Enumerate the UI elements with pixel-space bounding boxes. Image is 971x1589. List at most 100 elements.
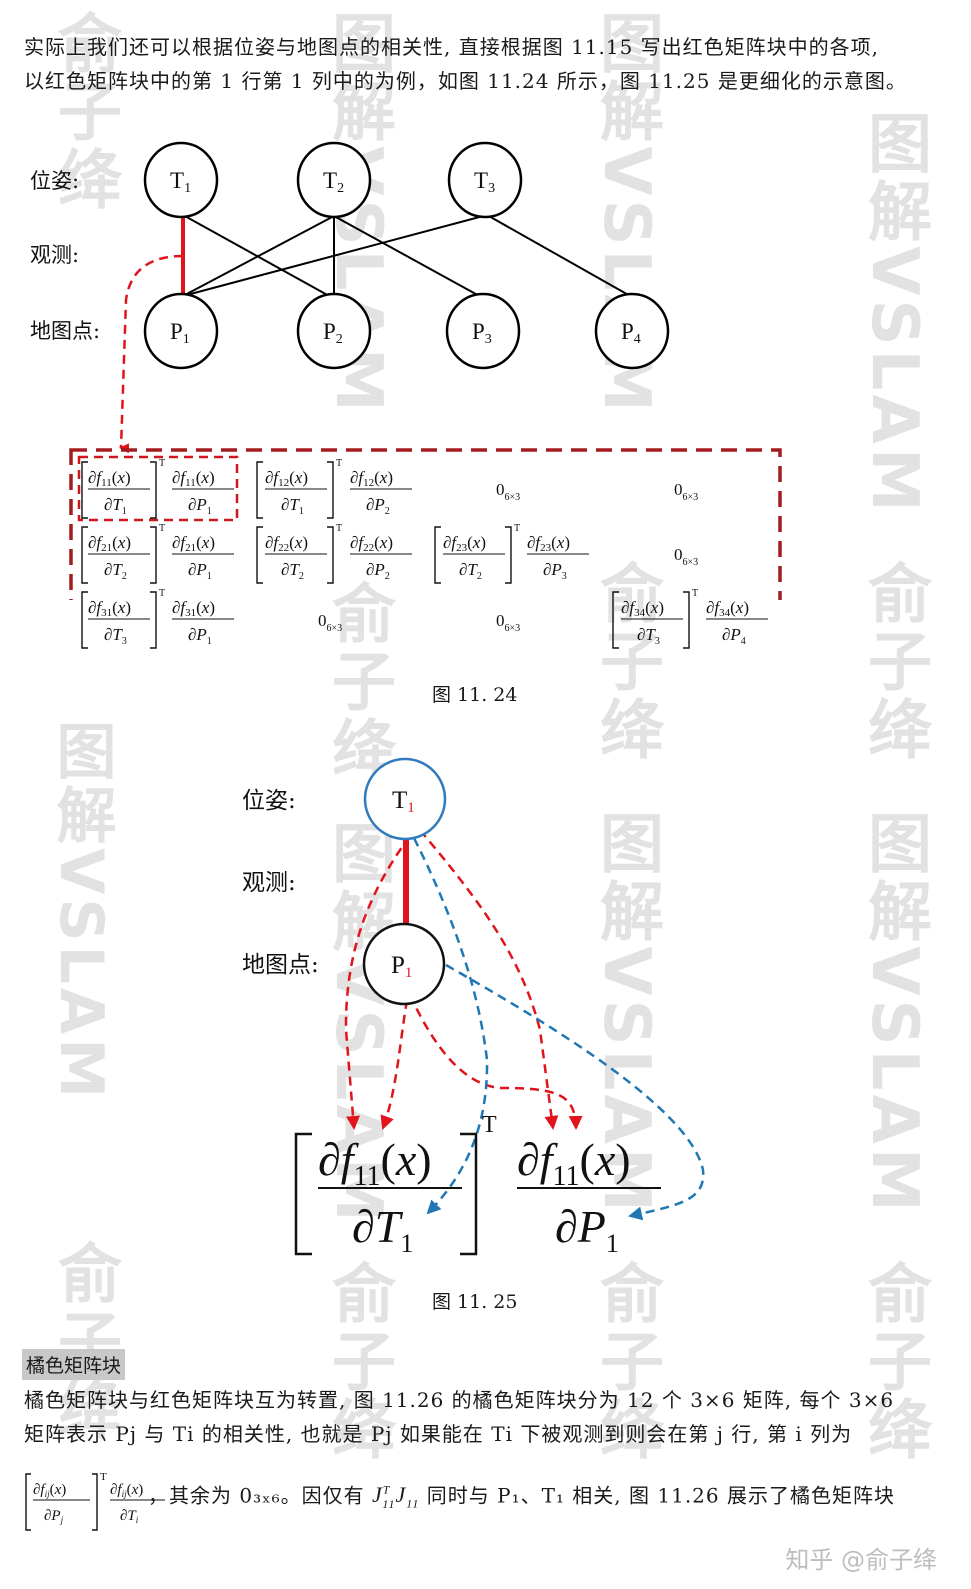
svg-text:∂T2: ∂T2: [281, 560, 304, 582]
row-label-map-point: 地图点:: [30, 319, 100, 343]
inline-jacobian-formula: T ∂fij(x) ∂Pj ∂fij(x) ∂Ti: [25, 1471, 165, 1531]
svg-text:∂T2: ∂T2: [459, 560, 482, 582]
svg-text:∂fij(x): ∂fij(x): [110, 1482, 143, 1499]
zero-block: 06×3: [496, 480, 520, 503]
jacobian-block: T ∂f31(x) ∂T3 ∂f31(x) ∂P1: [81, 588, 234, 649]
svg-text:P4: P4: [621, 319, 641, 347]
svg-text:∂f11(x): ∂f11(x): [318, 1134, 432, 1192]
svg-text:T: T: [482, 1112, 497, 1138]
svg-text:T1: T1: [392, 787, 415, 816]
svg-text:∂T1: ∂T1: [281, 495, 304, 517]
label-observation: 观测:: [242, 870, 296, 896]
point-node: [143, 292, 670, 370]
watermark: 俞子绛: [321, 580, 395, 784]
svg-text:∂P1: ∂P1: [555, 1201, 619, 1258]
jtj-term: JT11J11: [371, 1482, 420, 1511]
watermark: 图解VSLAM: [321, 820, 395, 1226]
svg-text:∂P2: ∂P2: [366, 495, 390, 517]
figure-11-25-caption: 图 11. 25: [432, 1291, 518, 1313]
zero-block: 06×3: [496, 611, 520, 634]
svg-text:T: T: [100, 1471, 107, 1483]
label-pose: 位姿:: [242, 788, 296, 814]
svg-text:∂T1: ∂T1: [104, 495, 127, 517]
intro-line-1: 实际上我们还可以根据位姿与地图点的相关性, 直接根据图 11.15 写出红色矩阵…: [24, 35, 880, 59]
svg-text:∂P4: ∂P4: [722, 625, 746, 647]
svg-text:∂f31(x): ∂f31(x): [88, 598, 131, 619]
svg-text:∂Ti: ∂Ti: [120, 1508, 139, 1525]
svg-text:∂f21(x): ∂f21(x): [88, 533, 131, 554]
svg-text:∂P1: ∂P1: [188, 495, 212, 517]
svg-text:T: T: [692, 588, 698, 599]
zero-block: 06×3: [674, 545, 698, 568]
jacobian-block: T ∂f21(x) ∂T2 ∂f21(x) ∂P1: [81, 523, 234, 584]
svg-text:∂f23(x): ∂f23(x): [443, 533, 486, 554]
section-line-3: ，其余为 0₃ₓ₆。因仅有 JT11J11 同时与 P₁、T₁ 相关, 图 11…: [148, 1482, 895, 1511]
svg-text:P1: P1: [170, 319, 190, 347]
svg-text:∂Pj: ∂Pj: [44, 1508, 64, 1525]
watermark: 俞子绛: [321, 1260, 395, 1464]
svg-text:T: T: [336, 458, 342, 469]
point-node-p1: [362, 922, 446, 1006]
svg-text:∂T1: ∂T1: [352, 1201, 413, 1258]
pose-node-t1: [363, 757, 447, 841]
section-line-1: 橘色矩阵块与红色矩阵块互为转置, 图 11.26 的橘色矩阵块分为 12 个 3…: [24, 1388, 895, 1412]
row-label-observation: 观测:: [30, 243, 79, 267]
svg-text:∂T3: ∂T3: [104, 625, 127, 647]
watermark: 俞子绛: [47, 10, 121, 214]
figure-11-24-matrix: T ∂f11(x) ∂T1 ∂f11(x) ∂P1 T ∂f12(x) ∂T1 …: [81, 458, 768, 649]
watermark: 俞子绛: [589, 560, 663, 764]
svg-text:∂f21(x): ∂f21(x): [172, 533, 215, 554]
svg-text:∂T3: ∂T3: [637, 625, 660, 647]
label-map-point: 地图点:: [242, 952, 319, 978]
svg-text:∂f31(x): ∂f31(x): [172, 598, 215, 619]
jacobian-block: T ∂f23(x) ∂T2 ∂f23(x) ∂P3: [434, 523, 589, 584]
svg-text:∂P2: ∂P2: [366, 560, 390, 582]
svg-text:T: T: [336, 523, 342, 534]
section-line-2: 矩阵表示 Pj 与 Ti 的相关性, 也就是 Pj 如果能在 Ti 下被观测到则…: [24, 1422, 853, 1446]
figure-11-25: 位姿: 观测: 地图点: T1 P1 T ∂f11(x) ∂T1 ∂f11(x)…: [242, 757, 705, 1258]
svg-text:T: T: [159, 458, 165, 469]
svg-text:T: T: [514, 523, 520, 534]
intro-paragraph: 实际上我们还可以根据位姿与地图点的相关性, 直接根据图 11.15 写出红色矩阵…: [24, 30, 954, 98]
svg-text:∂f23(x): ∂f23(x): [527, 533, 570, 554]
section-heading-orange-block: 橘色矩阵块: [22, 1349, 126, 1380]
svg-text:∂fij(x): ∂fij(x): [33, 1482, 66, 1499]
svg-text:∂f22(x): ∂f22(x): [350, 533, 393, 554]
svg-text:∂T2: ∂T2: [104, 560, 127, 582]
svg-text:∂f34(x): ∂f34(x): [706, 598, 749, 619]
svg-text:∂f11(x): ∂f11(x): [517, 1134, 631, 1192]
svg-text:∂f11(x): ∂f11(x): [172, 468, 215, 489]
figure-11-24-graph: T1 T2 T3 P1 P2 P3 P4 位姿: 观测: 地图点:: [30, 141, 782, 600]
pose-node: [143, 141, 523, 219]
watermark: 俞子绛: [857, 1260, 931, 1464]
watermark: 图解VSLAM: [857, 810, 931, 1216]
svg-text:T: T: [159, 588, 165, 599]
zhihu-watermark: 知乎 @俞子绛: [785, 1546, 937, 1574]
svg-text:∂f12(x): ∂f12(x): [265, 468, 308, 489]
svg-text:T3: T3: [474, 168, 495, 196]
svg-text:∂P1: ∂P1: [188, 625, 212, 647]
jacobian-block: T ∂f12(x) ∂T1 ∂f12(x) ∂P2: [256, 458, 412, 519]
svg-text:P3: P3: [472, 319, 492, 347]
svg-text:T2: T2: [323, 168, 344, 196]
svg-text:P1: P1: [391, 952, 412, 981]
svg-text:P2: P2: [323, 319, 343, 347]
svg-text:∂f11(x): ∂f11(x): [88, 468, 131, 489]
zero-block: 06×3: [674, 480, 698, 503]
watermark: 俞子绛: [857, 560, 931, 764]
figure-11-24-caption: 图 11. 24: [432, 684, 518, 706]
svg-text:T: T: [159, 523, 165, 534]
watermark: 图解VSLAM: [589, 810, 663, 1216]
svg-text:∂f12(x): ∂f12(x): [350, 468, 393, 489]
svg-text:T1: T1: [170, 168, 191, 196]
jacobian-block: T ∂f11(x) ∂T1 ∂f11(x) ∂P1: [81, 458, 234, 519]
svg-text:∂P3: ∂P3: [543, 560, 567, 582]
zero-block: 06×3: [318, 611, 342, 634]
intro-line-2: 以红色矩阵块中的第 1 行第 1 列中的为例，如图 11.24 所示，图 11.…: [24, 69, 907, 93]
watermark: 图解VSLAM: [857, 110, 931, 516]
svg-text:∂f22(x): ∂f22(x): [265, 533, 308, 554]
watermark: 俞子绛: [589, 1260, 663, 1464]
jacobian-block: T ∂f34(x) ∂T3 ∂f34(x) ∂P4: [612, 588, 768, 649]
section-paragraph: 橘色矩阵块与红色矩阵块互为转置, 图 11.26 的橘色矩阵块分为 12 个 3…: [24, 1383, 954, 1451]
jacobian-block: T ∂f22(x) ∂T2 ∂f22(x) ∂P2: [256, 523, 412, 584]
